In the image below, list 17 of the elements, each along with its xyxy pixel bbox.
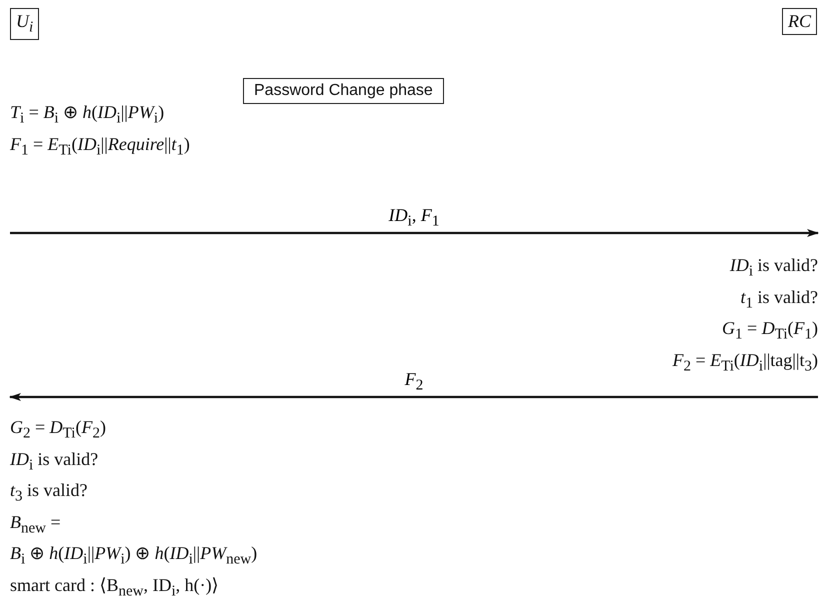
equation-text: G$_{2}$ = D$_{Ti}$(F$_{2}$): [10, 416, 106, 444]
equation-text: ID$_{i}$ is valid?: [730, 254, 818, 282]
equation-text: B$_{i}$ ⊕ h(ID$_{i}$||PW$_{i}$) ⊕ h(ID$_{i}$||PW$_{new}$): [10, 542, 258, 570]
equation-text: smart card : ⟨B$_{new}$, ID$_{i}$, h(·)⟩: [10, 574, 219, 602]
message-arrow: [10, 229, 819, 237]
phase-title-box: Password Change phase: [243, 78, 444, 104]
equation-text: t$_{3}$ is valid?: [10, 479, 88, 507]
equation-text: ID$_{i}$ is valid?: [10, 448, 98, 476]
message-arrow: [9, 393, 818, 401]
party-box: U$_{i}$: [10, 8, 40, 40]
equation-text: T$_{i}$ = B$_{i}$ ⊕ h(ID$_{i}$||PW$_{i}$): [10, 101, 164, 129]
equation-text: F$_{2}$ = E$_{Ti}$(ID$_{i}$||tag||t$_{3}$): [672, 348, 818, 376]
equation-text: B$_{new}$ =: [10, 510, 61, 538]
equation-text: t$_{1}$ is valid?: [740, 286, 818, 314]
party-box: RC: [782, 8, 818, 35]
equation-text: F$_{1}$ = E$_{Ti}$(ID$_{i}$||Require||t$_{1}$): [10, 132, 190, 160]
equation-text: G$_{1}$ = D$_{Ti}$(F$_{1}$): [722, 317, 818, 345]
